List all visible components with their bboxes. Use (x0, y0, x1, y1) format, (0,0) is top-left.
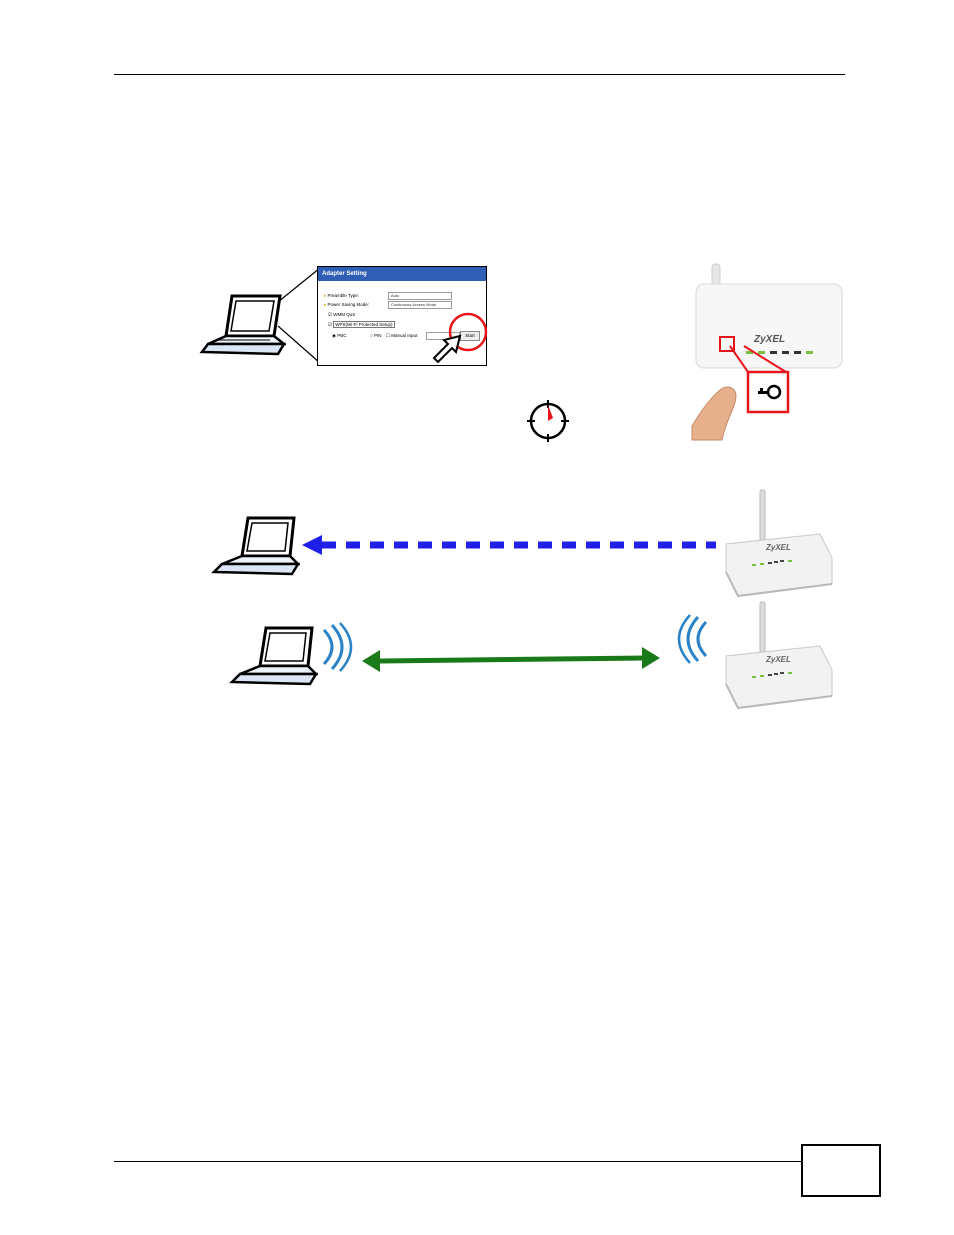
router-brand: ZyXEL (765, 543, 791, 552)
wps-zoom-callout (690, 330, 800, 442)
cursor-arrow-icon (434, 336, 460, 362)
preamble-select[interactable]: Auto (388, 292, 452, 300)
start-highlight-and-cursor (428, 308, 492, 364)
solid-double-arrow (360, 644, 662, 676)
router-icon: ZyXEL (716, 488, 836, 598)
footer-rule (114, 1161, 801, 1162)
page-number-box (801, 1144, 881, 1197)
laptop-icon (226, 624, 318, 690)
wireless-waves-icon (318, 622, 362, 672)
power-saving-label: ▸ Power Saving Mode: (324, 302, 369, 308)
finger-icon (692, 387, 736, 440)
wireless-waves-icon (668, 614, 712, 664)
screenshot-title: Adapter Setting (318, 267, 486, 281)
wmm-qos-checkbox[interactable]: ☑ WMM QoS (328, 312, 355, 318)
dashed-arrow (300, 530, 720, 560)
manual-input-checkbox[interactable]: ☐ Manual Input (386, 333, 417, 339)
router-brand: ZyXEL (765, 655, 791, 664)
pin-radio[interactable]: ○ PIN (370, 333, 381, 338)
laptop-icon (208, 514, 300, 580)
wps-checkbox[interactable]: ☑ WPS(Wi-Fi Protected Setup) (328, 322, 395, 328)
router-icon: ZyXEL (716, 600, 836, 710)
timer-icon (526, 400, 570, 442)
pbc-radio[interactable]: ◉ PBC (332, 333, 346, 339)
header-rule (114, 74, 845, 75)
preamble-label: ▸ Preamble Type: (324, 293, 359, 299)
